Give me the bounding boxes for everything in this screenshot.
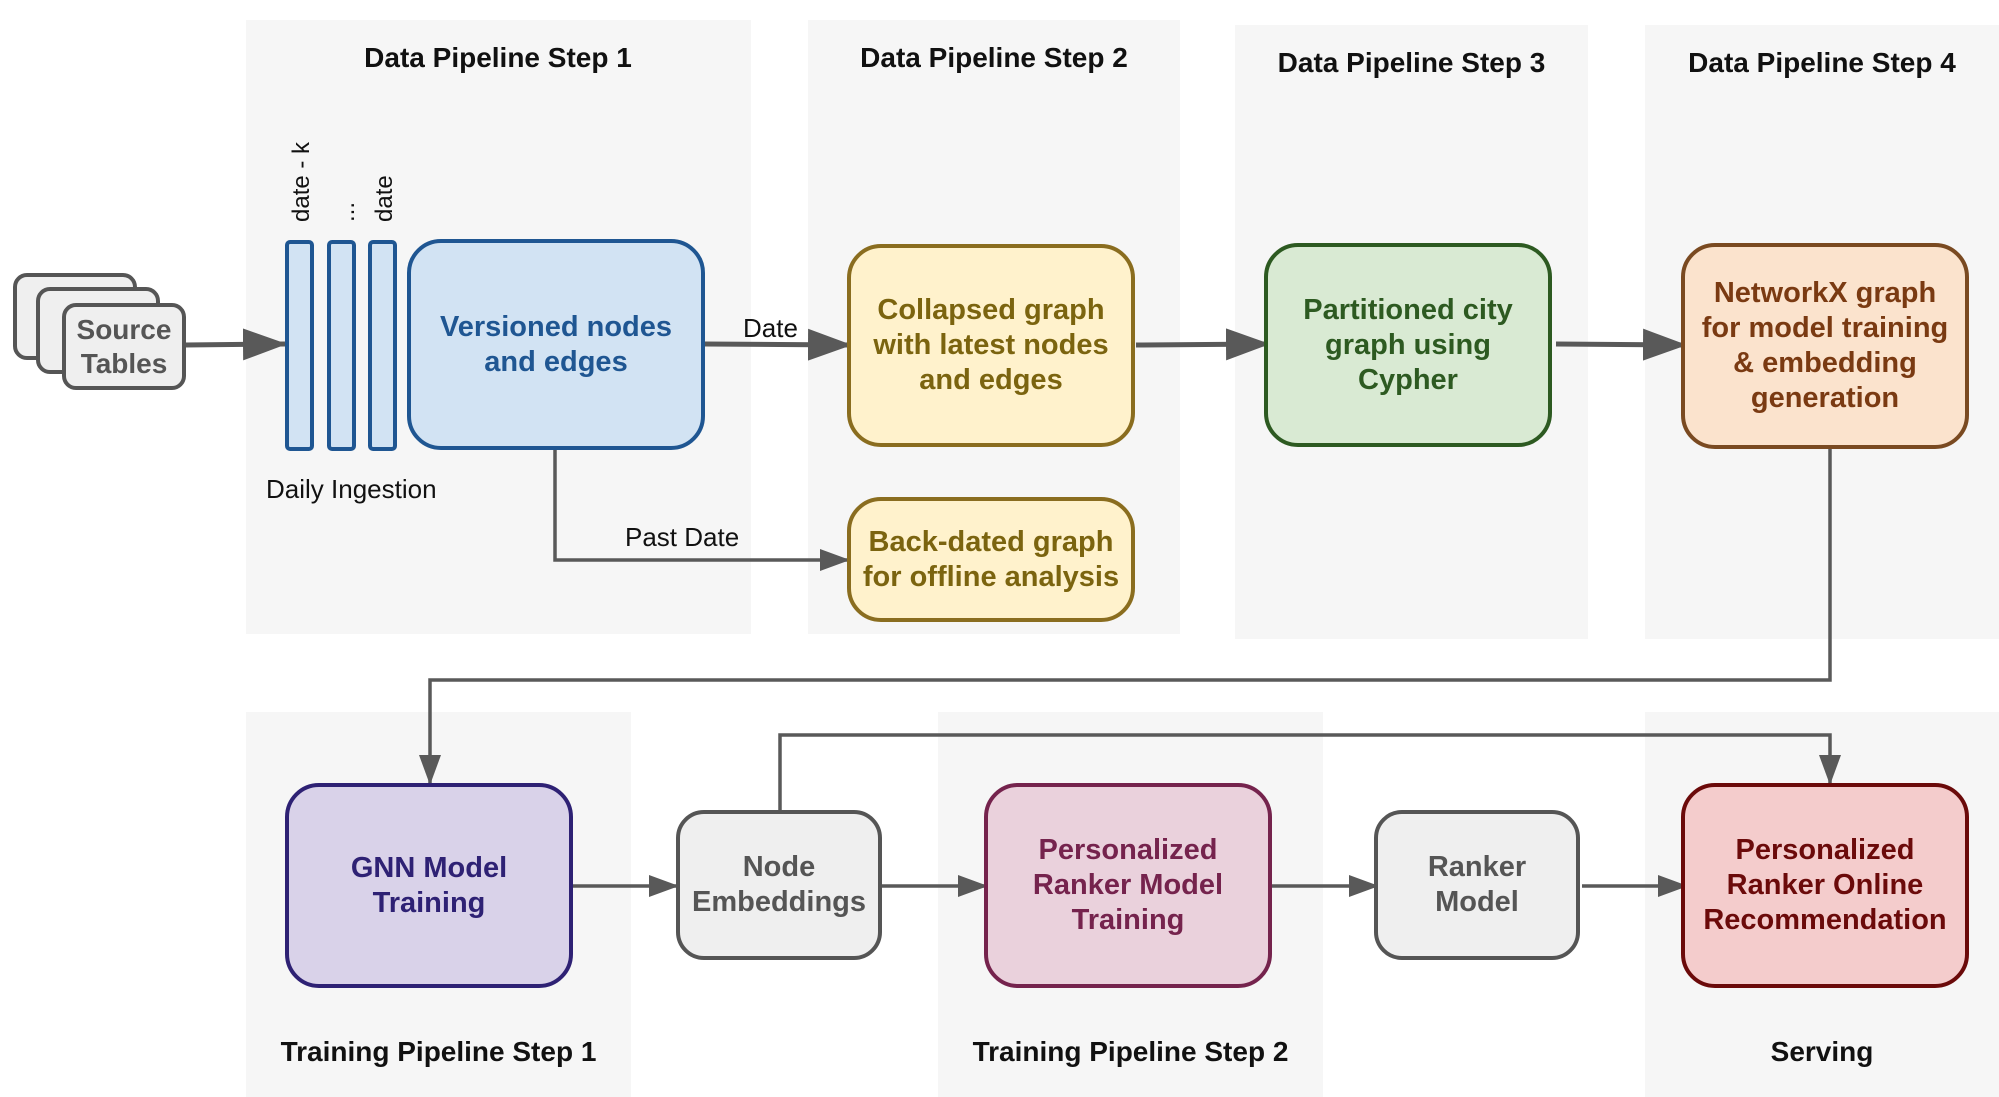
label-daily-ingestion: Daily Ingestion xyxy=(266,474,437,504)
panel-title-training-step-2: Training Pipeline Step 2 xyxy=(972,1036,1289,1067)
arrow-versioned-to-collapsed xyxy=(704,328,852,361)
label-past-date: Past Date xyxy=(625,522,740,552)
ingestion-bar-date xyxy=(368,240,397,451)
panel-title-training-step-1: Training Pipeline Step 1 xyxy=(280,1036,597,1067)
arrow-partitioned-to-networkx xyxy=(1555,328,1687,361)
label-date-arrow: Date xyxy=(743,313,798,343)
arrow-networkx-to-gnn xyxy=(419,449,1832,785)
node-ranker-model: Ranker Model xyxy=(1374,810,1580,960)
label-ellipsis: ... xyxy=(333,201,360,222)
node-networkx-graph: NetworkX graph for model training & embe… xyxy=(1681,243,1969,449)
arrow-collapsed-to-partitioned xyxy=(1135,328,1270,361)
node-gnn-model-training: GNN Model Training xyxy=(285,783,573,988)
panel-title-serving: Serving xyxy=(1770,1036,1874,1067)
node-online-recommendation: Personalized Ranker Online Recommendatio… xyxy=(1681,783,1969,988)
node-versioned-nodes-edges: Versioned nodes and edges xyxy=(407,239,705,450)
panel-title-data-step-3: Data Pipeline Step 3 xyxy=(1277,47,1546,78)
arrow-versioned-to-backdated xyxy=(553,450,850,571)
node-node-embeddings: Node Embeddings xyxy=(676,810,882,960)
ingestion-bar-ellipsis xyxy=(327,240,356,451)
source-tables: Source Tables xyxy=(62,303,186,390)
label-date: date xyxy=(371,175,398,222)
node-partitioned-city-graph: Partitioned city graph using Cypher xyxy=(1264,243,1552,447)
label-date-k: date - k xyxy=(288,141,315,222)
panel-title-data-step-4: Data Pipeline Step 4 xyxy=(1688,47,1956,78)
panel-title-data-step-1: Data Pipeline Step 1 xyxy=(364,42,632,73)
arrow-source-to-ingestion xyxy=(184,328,287,361)
ingestion-bar-date-k xyxy=(285,240,314,451)
arrow-embeddings-to-online xyxy=(778,733,1841,810)
node-backdated-graph: Back-dated graph for offline analysis xyxy=(847,497,1135,622)
panel-title-data-step-2: Data Pipeline Step 2 xyxy=(860,42,1128,73)
node-collapsed-graph: Collapsed graph with latest nodes and ed… xyxy=(847,244,1135,447)
node-ranker-model-training: Personalized Ranker Model Training xyxy=(984,783,1272,988)
